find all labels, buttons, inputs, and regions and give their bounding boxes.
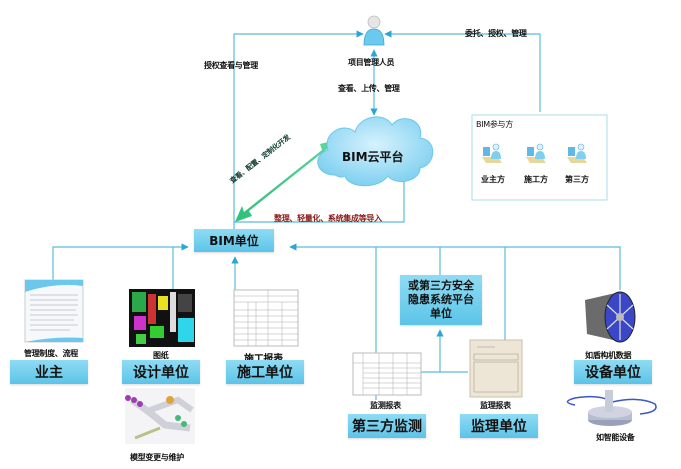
smart-sensor-icon bbox=[566, 390, 657, 426]
equipment-doc-label: 如盾构机数据 bbox=[585, 351, 632, 360]
report-table-icon bbox=[233, 289, 299, 347]
construction-doc-label: 施工报表 bbox=[244, 350, 283, 365]
line-bim-to-person bbox=[233, 30, 364, 230]
edge-label-bim-to-cloud: 整理、轻量化、系统集成等导入 bbox=[274, 214, 382, 223]
workstation-user-icon-3 bbox=[567, 143, 587, 163]
unit-box-third-party: 第三方监测 bbox=[348, 414, 426, 438]
green-double-arrow bbox=[235, 140, 336, 222]
participant-label-third-party: 第三方 bbox=[565, 175, 589, 184]
edge-label-participants-to-person: 委托、授权、管理 bbox=[465, 29, 527, 38]
participant-label-construction: 施工方 bbox=[524, 175, 548, 184]
workstation-user-icon-2 bbox=[526, 143, 546, 163]
person-label: 项目管理人员 bbox=[348, 58, 395, 67]
monitoring-table-icon bbox=[352, 352, 422, 396]
bim-unit-box: BIM单位 bbox=[194, 229, 274, 252]
supervision-report-icon bbox=[469, 339, 523, 398]
unit-box-supervision: 监理单位 bbox=[460, 414, 538, 438]
line-participants-to-person bbox=[384, 30, 541, 112]
design-doc-label: 图纸 bbox=[153, 351, 169, 360]
unit-box-construction: 施工单位 bbox=[226, 360, 304, 384]
unit-box-design: 设计单位 bbox=[122, 360, 200, 384]
participant-label-owner: 业主方 bbox=[481, 175, 505, 184]
cloud-label: BIM云平台 bbox=[342, 150, 404, 164]
workstation-user-icon-1 bbox=[482, 143, 502, 163]
supervision-doc-label: 监理报表 bbox=[480, 401, 511, 410]
unit-box-owner: 业主 bbox=[10, 360, 88, 384]
design-extra-label: 模型变更与维护 bbox=[130, 453, 184, 462]
owner-doc-label: 管理制度、流程 bbox=[24, 349, 78, 358]
third-party-doc-label: 监测报表 bbox=[370, 401, 401, 410]
equipment-extra-label: 如智能设备 bbox=[596, 433, 635, 442]
document-icon bbox=[24, 279, 84, 343]
line-owner-bus bbox=[52, 243, 189, 283]
edge-label-bim-to-person: 授权查看与管理 bbox=[204, 61, 258, 70]
unit-box-safety-platform: 或第三方安全隐患系统平台单位 bbox=[400, 275, 482, 325]
cloud-icon bbox=[317, 116, 434, 187]
line-bim-to-cloud bbox=[234, 172, 408, 223]
user-icon bbox=[363, 15, 385, 46]
cad-drawing-icon bbox=[129, 289, 195, 347]
edge-label-person-to-cloud: 查看、上传、管理 bbox=[338, 84, 400, 93]
bim-model-icon bbox=[125, 388, 195, 444]
participants-title: BIM参与方 bbox=[476, 120, 513, 129]
line-right-bus bbox=[289, 243, 621, 290]
tbm-machine-icon bbox=[585, 291, 636, 343]
participant-icons bbox=[482, 143, 587, 163]
unit-box-equipment: 设备单位 bbox=[574, 360, 652, 384]
